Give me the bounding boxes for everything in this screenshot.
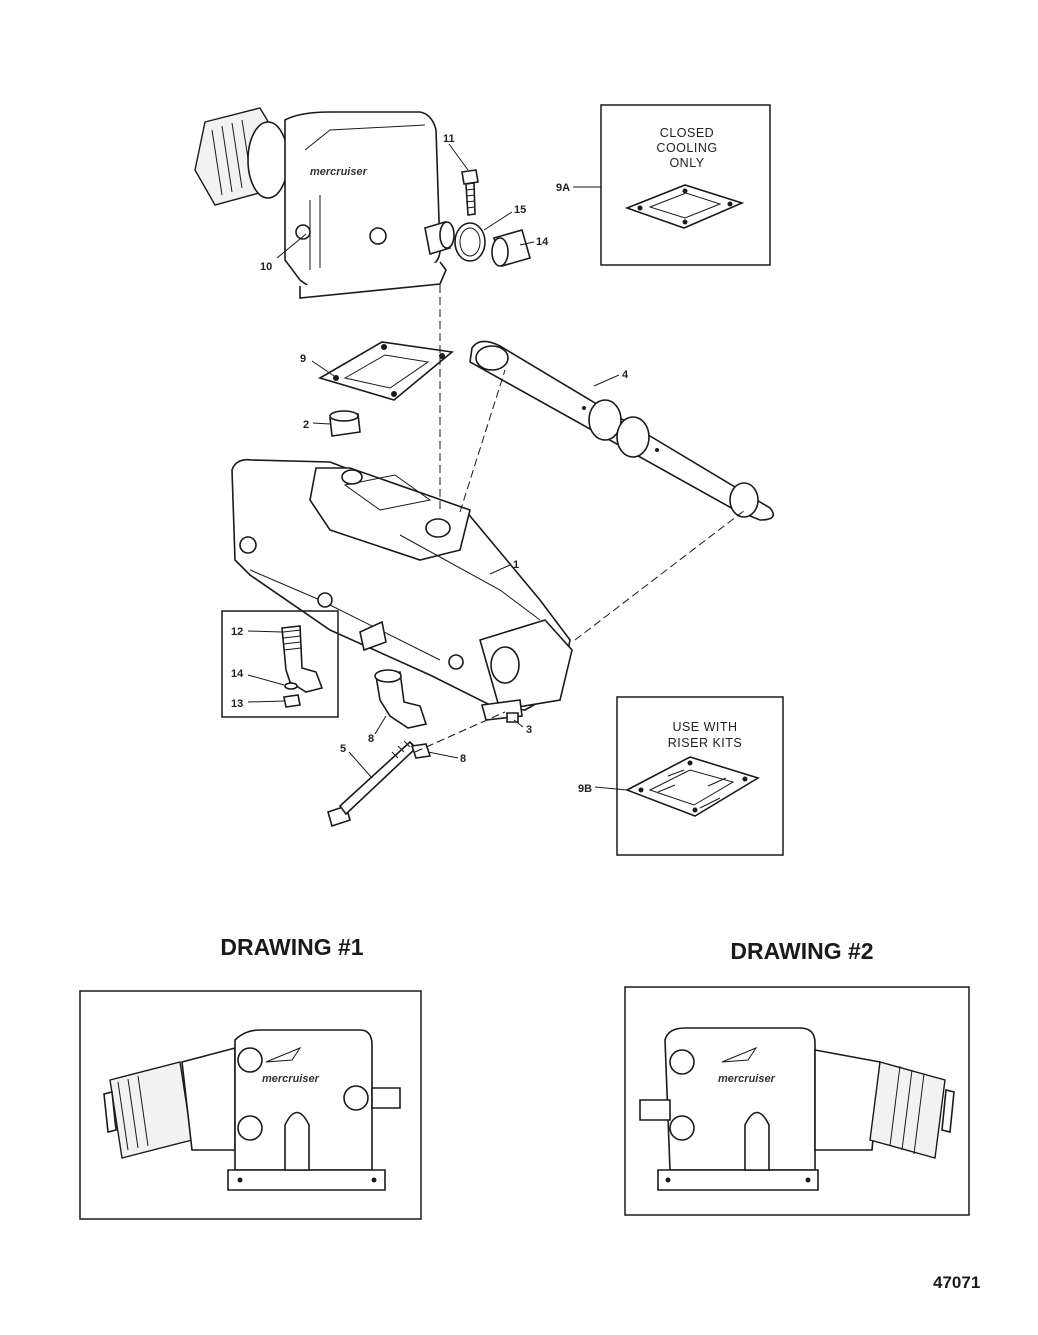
- riser-kit-line1: USE WITH: [672, 720, 737, 734]
- assembly-line: [574, 509, 746, 641]
- exhaust-manifold: [231, 458, 573, 721]
- drain-plug-3: [506, 712, 519, 723]
- riser-kit-box: [616, 696, 784, 856]
- hose-clamp-15: [454, 222, 486, 262]
- figure-number: 47071: [933, 1273, 980, 1292]
- drawing-2-frame: [624, 986, 970, 1216]
- bolt-5: [327, 740, 418, 828]
- callout-9b: 9B: [578, 783, 592, 795]
- closed-cooling-line3: ONLY: [669, 156, 704, 170]
- o-ring-14: [284, 682, 298, 690]
- callout-14: 14: [536, 236, 549, 248]
- drawing-1-elbow: mercruiser: [103, 1029, 401, 1191]
- callout-4: 4: [622, 369, 629, 381]
- elbow-fitting-12: [281, 625, 324, 693]
- washer-8: [410, 743, 432, 759]
- callout-1: 1: [513, 559, 519, 571]
- callout-10: 10: [260, 261, 272, 273]
- svg-text:mercruiser: mercruiser: [718, 1073, 776, 1085]
- callout-2: 2: [303, 419, 309, 431]
- assembly-line: [414, 711, 506, 753]
- drawing-2-title: DRAWING #2: [730, 938, 873, 964]
- bolt-11: [461, 169, 479, 216]
- elbow-kit-box: [221, 610, 339, 718]
- callout-14-kit: 14: [231, 668, 244, 680]
- callout-15: 15: [514, 204, 526, 216]
- elbow-fitting-8: [374, 669, 428, 729]
- callout-8-washer: 8: [460, 753, 466, 765]
- callout-13: 13: [231, 698, 243, 710]
- svg-text:mercruiser: mercruiser: [262, 1073, 320, 1085]
- callout-8: 8: [368, 733, 374, 745]
- closed-cooling-line1: CLOSED: [660, 126, 714, 140]
- plug-2: [329, 410, 361, 437]
- drawing-1-frame: [79, 990, 422, 1220]
- fitting-13: [283, 694, 301, 708]
- callout-3: 3: [526, 724, 532, 736]
- drawing-2-elbow: mercruiser: [639, 1027, 955, 1191]
- drawing-1-title: DRAWING #1: [220, 934, 363, 960]
- callout-11: 11: [443, 133, 455, 145]
- callout-5: 5: [340, 743, 346, 755]
- gasket-9: [317, 341, 454, 401]
- callout-9a: 9A: [556, 182, 570, 194]
- riser-gasket: [625, 756, 760, 817]
- closed-cooling-gasket: [624, 184, 745, 229]
- callout-12: 12: [231, 626, 243, 638]
- riser-kit-line2: RISER KITS: [668, 736, 742, 750]
- assembly-line: [459, 369, 506, 513]
- exhaust-elbow: mercruiser: [194, 107, 455, 299]
- hose-sleeve-14: [491, 229, 531, 267]
- leader-lines: [247, 143, 628, 791]
- manifold-gasket-4: [469, 340, 775, 521]
- closed-cooling-box: [600, 104, 771, 266]
- svg-text:mercruiser: mercruiser: [310, 166, 368, 178]
- callout-9: 9: [300, 353, 306, 365]
- closed-cooling-line2: COOLING: [656, 141, 717, 155]
